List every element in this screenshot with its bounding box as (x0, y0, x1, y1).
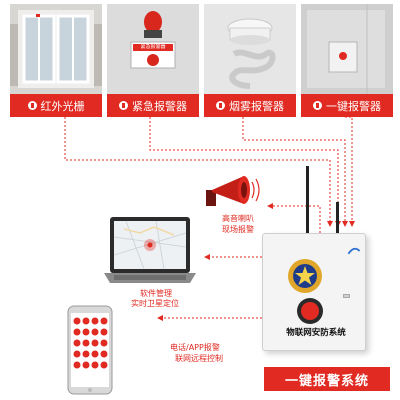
horn-speaker-icon (206, 176, 260, 206)
panel-label: 红外光栅 (40, 99, 85, 113)
laptop-map-icon (104, 217, 196, 283)
speaker-label-2: 现场报警 (222, 225, 254, 234)
lock-indicator (343, 294, 350, 298)
sign-text: 紧急报警器 (140, 44, 166, 50)
panel-infrared-grating: 红外光栅 (10, 4, 102, 117)
device-name: 物联网安防系统 (286, 328, 346, 338)
antenna-icon (306, 166, 339, 234)
laptop-label-1: 软件管理 (140, 289, 172, 298)
speaker-label-1: 高音喇叭 (222, 214, 254, 223)
wall-button-photo (301, 4, 393, 94)
panel-label: 烟雾报警器 (229, 99, 284, 113)
alarm-controller-box: 物联网安防系统 (262, 233, 366, 351)
phone-label-2: 联网远程控制 (175, 354, 223, 363)
alarm-icon (216, 101, 225, 110)
phone-label-1: 电话/APP报警 (170, 343, 220, 352)
phone-app-icon (67, 305, 113, 395)
panel-smoke-alarm: 烟雾报警器 (204, 4, 296, 117)
alarm-icon (27, 101, 37, 110)
laptop-label-2: 实时卫星定位 (131, 299, 179, 308)
panel-label-bar: 红外光栅 (10, 94, 102, 117)
panel-one-key-alarm: 一键报警器 (301, 4, 393, 117)
panel-label: 紧急报警器 (132, 99, 187, 113)
infrared-window-photo (10, 4, 102, 94)
emergency-alarm-photo (107, 4, 199, 94)
alarm-button-icon (297, 298, 323, 324)
smoke-detector-photo (204, 4, 296, 94)
alarm-icon (313, 101, 322, 110)
system-title: 一键报警系统 (264, 367, 390, 391)
alarm-icon (119, 101, 128, 110)
device-logo-icon (347, 247, 361, 255)
panel-label: 一键报警器 (326, 99, 381, 113)
panel-label-bar: 烟雾报警器 (204, 94, 296, 117)
panel-label-bar: 一键报警器 (301, 94, 393, 117)
police-emblem-icon (288, 259, 322, 293)
panel-label-bar: 紧急报警器 (107, 94, 199, 117)
panel-emergency-alarm: 紧急报警器 紧急报警器 (107, 4, 199, 117)
